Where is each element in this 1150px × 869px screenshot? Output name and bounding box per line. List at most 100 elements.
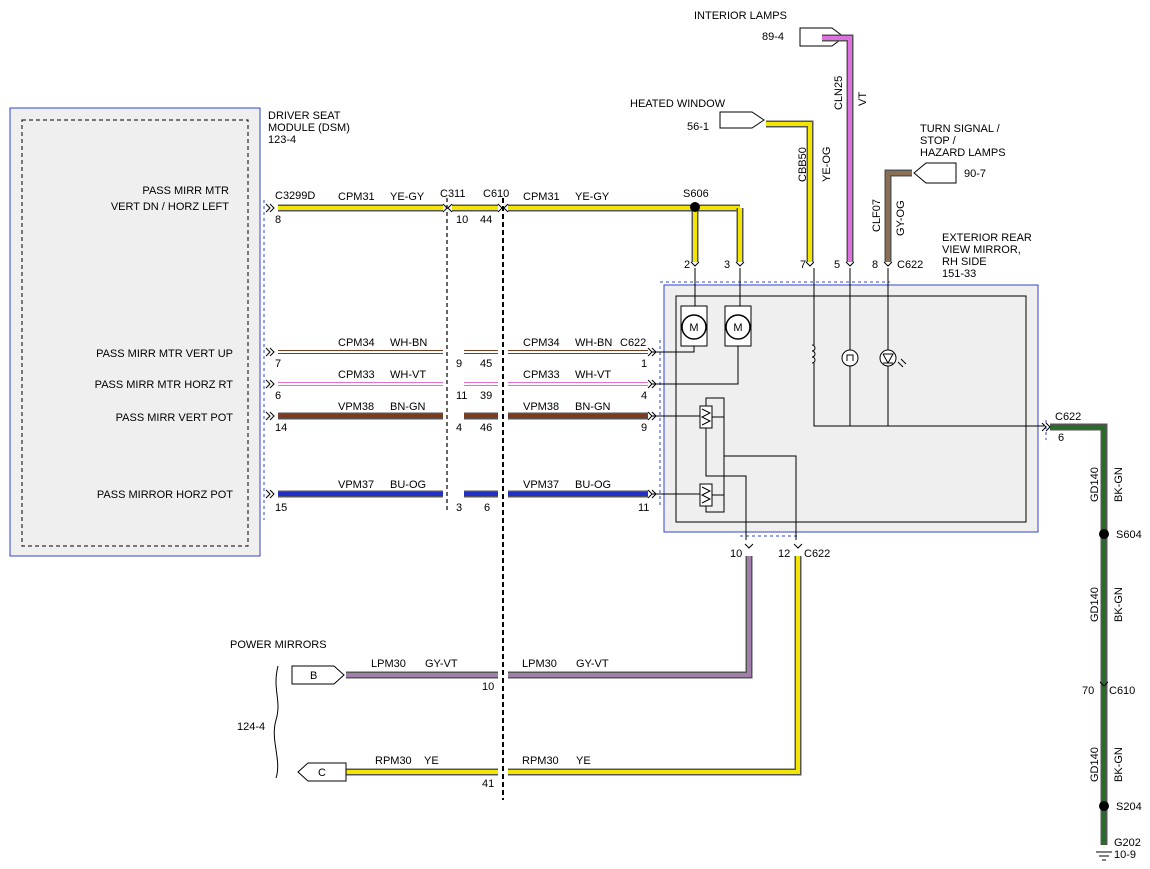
- vpm38-circuit-right: VPM38: [523, 401, 559, 413]
- cln25-color: VT: [857, 92, 869, 106]
- lpm30-circuit-left: LPM30: [371, 658, 406, 670]
- pin-c610-44: 44: [480, 214, 492, 226]
- pin-dsm-14: 14: [275, 422, 287, 434]
- wire-gd140: [1050, 423, 1112, 861]
- pin-c311-10: 10: [456, 214, 468, 226]
- turn-signal-reference: [913, 162, 957, 184]
- cpm33-circuit-right: CPM33: [523, 369, 560, 381]
- gd140-color-2: BK-GN: [1113, 587, 1125, 622]
- rpm30-circuit-left: RPM30: [375, 755, 412, 767]
- gd140-color-1: BK-GN: [1113, 467, 1125, 502]
- heated-window-label: HEATED WINDOW: [630, 98, 726, 110]
- pin-c610-10: 10: [482, 681, 494, 693]
- driver-seat-module: DRIVER SEAT MODULE (DSM) 123-4: [9, 107, 350, 557]
- pin-c622-12: 12: [778, 548, 790, 560]
- cpm33-color-left: WH-VT: [390, 369, 426, 381]
- cpm34-circuit-left: CPM34: [338, 337, 375, 349]
- connector-arrows: [265, 203, 1109, 687]
- power-mirrors-label: POWER MIRRORS: [230, 639, 327, 651]
- pin-c610-6: 6: [484, 502, 490, 514]
- wire-cpm31: [278, 202, 744, 262]
- cpm31-circuit-right: CPM31: [523, 191, 560, 203]
- c622-label-top: C622: [897, 259, 923, 271]
- vpm37-color-left: BU-OG: [390, 479, 426, 491]
- turn-signal-label-1: TURN SIGNAL /: [920, 123, 1001, 135]
- signal-label-vert-dn-1: PASS MIRR MTR: [142, 185, 229, 197]
- cbb50-circuit: CBB50: [797, 147, 809, 182]
- potentiometer-icon: [699, 405, 713, 429]
- signal-label-vert-dn-2: VERT DN / HORZ LEFT: [111, 201, 229, 213]
- lamp-bulb-icon: [841, 349, 859, 367]
- signal-label-vert-pot: PASS MIRR VERT POT: [116, 412, 234, 424]
- wire-cbb50: [766, 120, 814, 262]
- pin-c610-41: 41: [482, 778, 494, 790]
- s204-label: S204: [1116, 801, 1142, 813]
- vpm37-circuit-left: VPM37: [338, 479, 374, 491]
- pin-c311-4: 4: [456, 422, 462, 434]
- pin-c622-8: 8: [872, 259, 878, 271]
- cpm34-color-left: WH-BN: [390, 337, 427, 349]
- rpm30-color-left: YE: [424, 755, 439, 767]
- pin-dsm-7: 7: [275, 358, 281, 370]
- mirror-name-3: RH SIDE: [942, 256, 987, 268]
- power-mirrors-c-reference: C: [297, 762, 347, 782]
- cpm34-color-right: WH-BN: [575, 337, 612, 349]
- vpm38-color-left: BN-GN: [390, 401, 426, 413]
- power-mirrors-b-reference: B: [291, 665, 345, 685]
- heater-element-icon: [811, 344, 816, 364]
- pin-c311-3: 3: [456, 502, 462, 514]
- clf07-color: GY-OG: [895, 200, 907, 236]
- pin-c311-9: 9: [456, 358, 462, 370]
- gd140-color-3: BK-GN: [1113, 747, 1125, 782]
- heated-window-page: 56-1: [687, 121, 709, 133]
- gd140-circuit-1: GD140: [1089, 467, 1101, 502]
- cln25-circuit: CLN25: [833, 76, 845, 110]
- mirror-name-1: EXTERIOR REAR: [942, 232, 1032, 244]
- mirror-name-2: VIEW MIRROR,: [942, 244, 1021, 256]
- exterior-mirror-module: [659, 281, 1047, 537]
- pin-c610-70: 70: [1082, 685, 1094, 697]
- c622-label-right: C622: [1055, 411, 1081, 423]
- pin-c622-5: 5: [834, 259, 840, 271]
- cpm31-circuit-left: CPM31: [338, 191, 375, 203]
- clf07-circuit: CLF07: [871, 199, 883, 232]
- pin-c622-2: 2: [684, 259, 690, 271]
- reference-b-letter: B: [310, 670, 317, 682]
- brace-icon: [273, 665, 279, 779]
- dsm-name-2: MODULE (DSM): [268, 122, 350, 134]
- wire-rpm30: [346, 556, 802, 776]
- cbb50-color: YE-OG: [821, 147, 833, 182]
- pin-c622-10: 10: [730, 548, 742, 560]
- gd140-circuit-3: GD140: [1089, 747, 1101, 782]
- motor-1-label: M: [689, 322, 698, 334]
- c610-label-right: C610: [1109, 685, 1135, 697]
- motor-icon: M: [680, 305, 708, 347]
- pin-dsm-15: 15: [275, 502, 287, 514]
- pin-c622-1: 1: [641, 358, 647, 370]
- turn-signal-label-3: HAZARD LAMPS: [920, 147, 1006, 159]
- cpm33-color-right: WH-VT: [575, 369, 611, 381]
- c622-label-bottom: C622: [804, 548, 830, 560]
- interior-lamps-label: INTERIOR LAMPS: [694, 10, 787, 22]
- dsm-ref: 123-4: [268, 134, 296, 146]
- g202-label: G202: [1114, 837, 1141, 849]
- pin-c622-9: 9: [641, 422, 647, 434]
- pin-dsm-6: 6: [275, 390, 281, 402]
- rpm30-circuit-right: RPM30: [522, 755, 559, 767]
- vpm38-circuit-left: VPM38: [338, 401, 374, 413]
- cpm31-color-right: YE-GY: [575, 191, 610, 203]
- cpm33-circuit-left: CPM33: [338, 369, 375, 381]
- turn-signal-label-2: STOP /: [920, 135, 957, 147]
- motor-2-label: M: [733, 322, 742, 334]
- cpm31-color-left: YE-GY: [390, 191, 425, 203]
- s604-label: S604: [1116, 529, 1142, 541]
- dsm-name-1: DRIVER SEAT: [268, 110, 341, 122]
- pin-c622-11: 11: [638, 502, 649, 514]
- wire-cln25: [822, 34, 854, 262]
- pin-c622-4: 4: [641, 390, 647, 402]
- c610-label: C610: [483, 188, 509, 200]
- potentiometer-icon: [699, 483, 713, 507]
- pin-c610-39: 39: [480, 390, 492, 402]
- g202-ref: 10-9: [1114, 849, 1136, 861]
